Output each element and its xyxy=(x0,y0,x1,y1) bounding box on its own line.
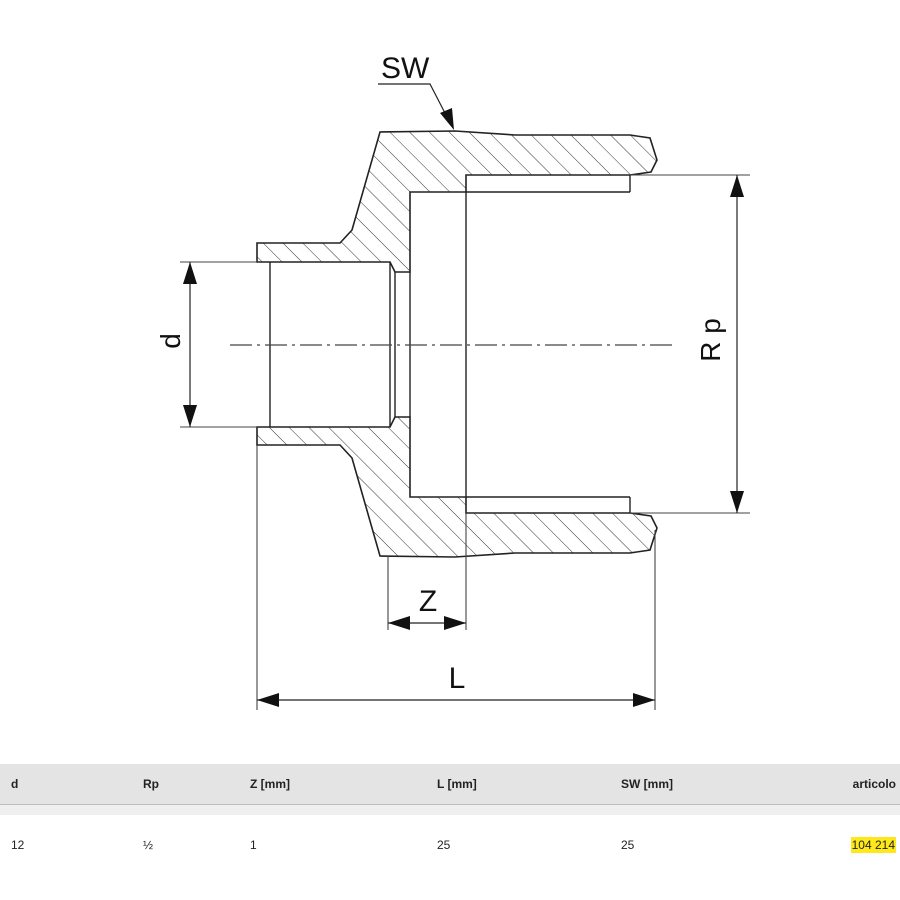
header-d: d xyxy=(0,764,143,805)
spec-table: d Rp Z [mm] L [mm] SW [mm] articolo 12 ½… xyxy=(0,764,900,875)
label-l: L xyxy=(449,662,466,695)
article-number[interactable]: 104 214 xyxy=(850,837,896,853)
upper-wall xyxy=(256,130,658,273)
header-z: Z [mm] xyxy=(250,764,437,805)
header-articolo: articolo xyxy=(821,764,900,805)
cell-articolo: 104 214 xyxy=(821,815,900,875)
dimension-l xyxy=(257,693,655,707)
label-d: d xyxy=(155,333,186,349)
label-z: Z xyxy=(419,585,437,618)
cell-d: 12 xyxy=(11,838,25,852)
header-sw: SW [mm] xyxy=(621,764,821,805)
extension-lines xyxy=(180,174,750,710)
section-walls xyxy=(256,130,658,558)
dimension-z xyxy=(388,616,466,630)
sw-leader xyxy=(378,83,454,130)
table-header-row: d Rp Z [mm] L [mm] SW [mm] articolo xyxy=(0,764,900,805)
dimension-rp xyxy=(730,175,744,513)
label-sw: SW xyxy=(381,52,430,85)
lower-wall xyxy=(256,416,658,558)
cell-l: 25 xyxy=(437,838,451,852)
thread-lines xyxy=(269,175,631,513)
header-l: L [mm] xyxy=(437,764,621,805)
header-rp: Rp xyxy=(143,764,250,805)
cell-z: 1 xyxy=(250,838,257,852)
fitting-technical-drawing: SW d R p Z L xyxy=(155,52,750,710)
cell-sw: 25 xyxy=(621,838,635,852)
cell-rp: ½ xyxy=(143,838,154,852)
dimension-d xyxy=(183,262,197,427)
table-row: 12 ½ 1 25 25 104 214 xyxy=(0,815,900,875)
label-rp: R p xyxy=(695,318,726,362)
table-spacer xyxy=(0,804,900,815)
